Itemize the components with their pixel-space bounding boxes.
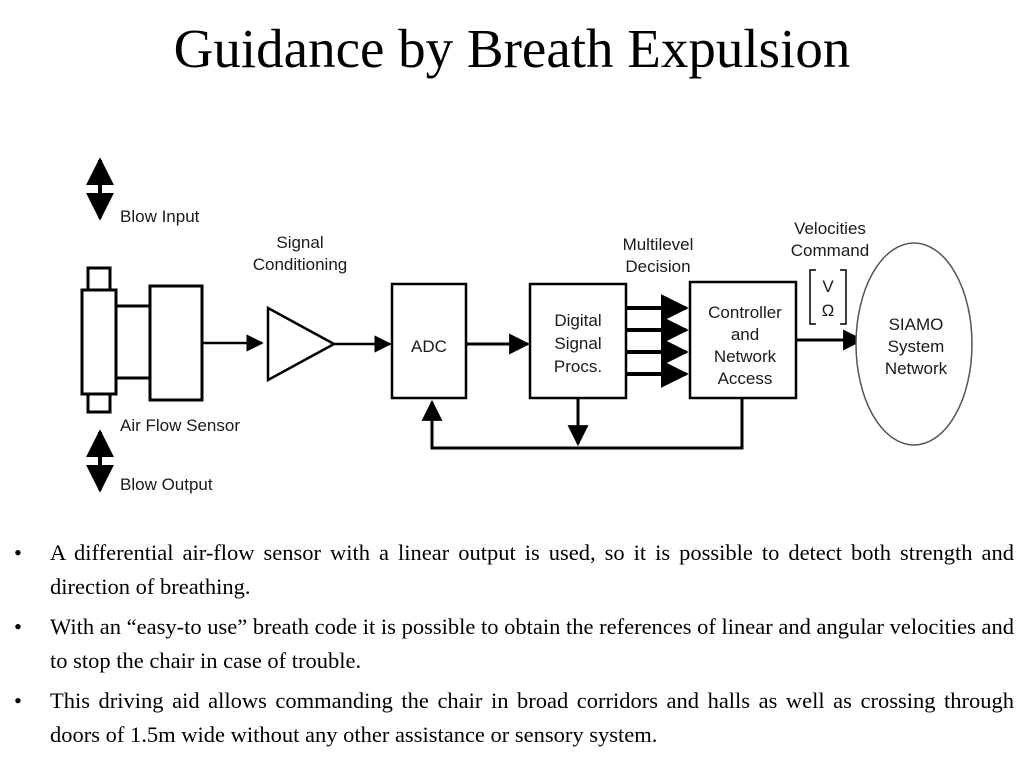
multilevel-decision-label-2: Decision bbox=[625, 257, 690, 276]
dsp-label-2: Signal bbox=[554, 334, 601, 353]
bullet-text: This driving aid allows commanding the c… bbox=[50, 688, 1014, 747]
bullet-marker: • bbox=[14, 540, 22, 565]
amplifier-symbol bbox=[266, 305, 337, 383]
air-flow-sensor-label: Air Flow Sensor bbox=[120, 416, 240, 435]
blow-output-label: Blow Output bbox=[120, 475, 213, 494]
velocity-vector-bracket bbox=[809, 269, 847, 325]
signal-conditioning-label-1: Signal bbox=[276, 233, 323, 252]
velocities-command-label-2: Command bbox=[791, 241, 869, 260]
air-flow-sensor bbox=[80, 266, 204, 414]
controller-label-3: Network bbox=[714, 347, 777, 366]
dsp-label-1: Digital bbox=[554, 311, 601, 330]
multilevel-decision-label-1: Multilevel bbox=[623, 235, 694, 254]
bullet-marker: • bbox=[14, 614, 22, 639]
bullet-list: • A differential air-flow sensor with a … bbox=[14, 536, 1014, 758]
bullet-marker: • bbox=[14, 688, 22, 713]
blow-input-label: Blow Input bbox=[120, 207, 200, 226]
bullet-item: • This driving aid allows commanding the… bbox=[14, 684, 1014, 752]
bullet-text: A differential air-flow sensor with a li… bbox=[50, 540, 1014, 599]
controller-label-1: Controller bbox=[708, 303, 782, 322]
siamo-label-2: System bbox=[888, 337, 945, 356]
siamo-network-ellipse bbox=[855, 242, 973, 446]
velocities-command-label-1: Velocities bbox=[794, 219, 866, 238]
bullet-item: • A differential air-flow sensor with a … bbox=[14, 536, 1014, 604]
feedback-loop bbox=[421, 398, 744, 450]
block-diagram: Blow Input Air Flow Sensor Blow Output S… bbox=[80, 157, 973, 494]
bullet-text: With an “easy-to use” breath code it is … bbox=[50, 614, 1014, 673]
slide-title: Guidance by Breath Expulsion bbox=[173, 18, 851, 79]
signal-conditioning-label-2: Conditioning bbox=[253, 255, 348, 274]
velocity-v-symbol: V bbox=[822, 277, 834, 296]
multilevel-arrows bbox=[626, 294, 689, 388]
siamo-label-1: SIAMO bbox=[889, 315, 944, 334]
dsp-label-3: Procs. bbox=[554, 357, 602, 376]
dsp-block bbox=[528, 282, 628, 400]
controller-label-2: and bbox=[731, 325, 759, 344]
velocity-omega-symbol: Ω bbox=[822, 301, 835, 320]
adc-block bbox=[390, 282, 468, 400]
adc-label: ADC bbox=[411, 337, 447, 356]
bullet-item: • With an “easy-to use” breath code it i… bbox=[14, 610, 1014, 678]
controller-label-4: Access bbox=[718, 369, 773, 388]
controller-block bbox=[688, 280, 798, 400]
siamo-label-3: Network bbox=[885, 359, 948, 378]
